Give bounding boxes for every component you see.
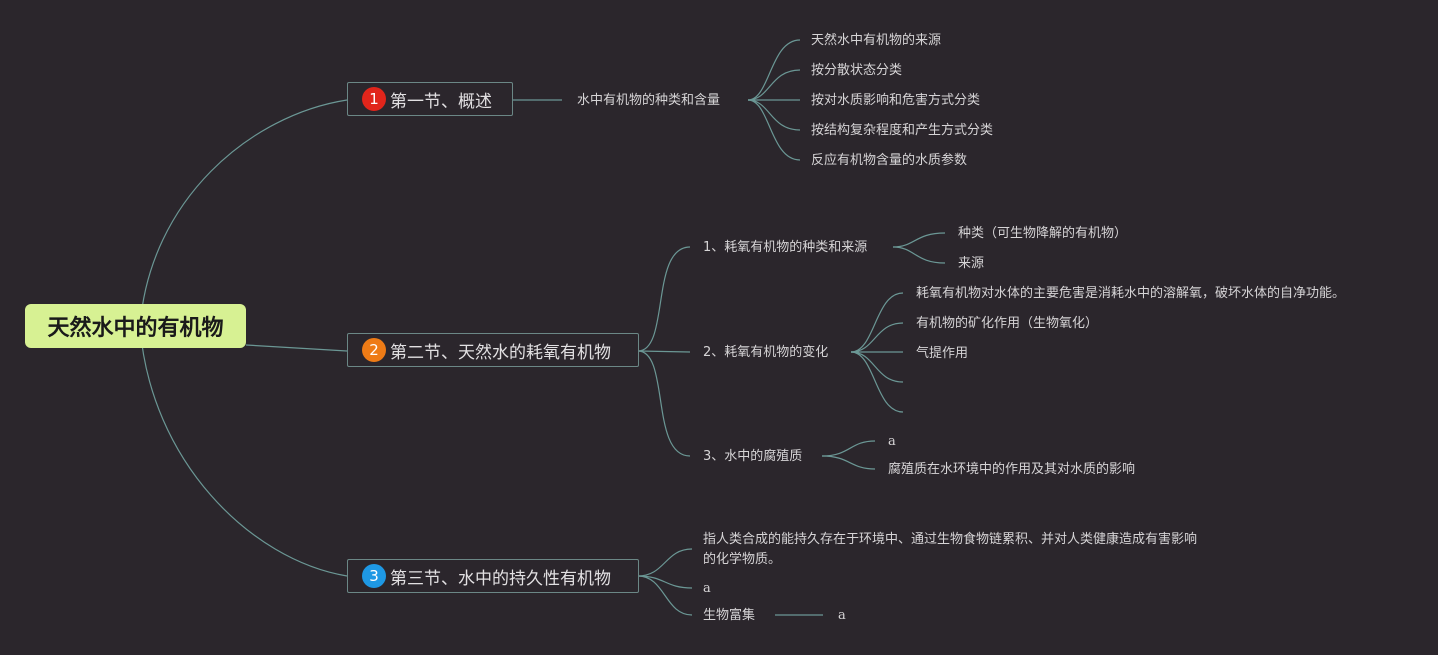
section-2-number-badge: 2 — [362, 338, 386, 362]
s1-leaf-3[interactable]: 按对水质影响和危害方式分类 — [811, 93, 981, 108]
s2-sub2-leaf-3[interactable]: 气提作用 — [916, 346, 969, 361]
s1-leaf-2[interactable]: 按分散状态分类 — [811, 63, 903, 78]
section-3-topic[interactable]: 3 第三节、水中的持久性有机物 — [347, 559, 639, 593]
link-s3-leaf3 — [637, 575, 693, 616]
s2-subtopic-1[interactable]: 1、耗氧有机物的种类和来源 — [703, 240, 868, 255]
link-sub3-leaf2 — [821, 455, 876, 470]
s3-leaf-2[interactable]: a — [703, 581, 711, 596]
link-s1-leaf2 — [747, 69, 801, 101]
link-s1-leaf1 — [747, 39, 801, 101]
link-s2-sub3 — [637, 350, 691, 457]
link-s3-leaf1 — [637, 548, 693, 577]
s1-leaf-5[interactable]: 反应有机物含量的水质参数 — [811, 153, 968, 168]
link-sub2-leaf5 — [850, 351, 904, 413]
section-2-topic[interactable]: 2 第二节、天然水的耗氧有机物 — [347, 333, 639, 367]
link-sub2-leaf4 — [850, 351, 904, 383]
s2-sub2-leaf-1[interactable]: 耗氧有机物对水体的主要危害是消耗水中的溶解氧，破坏水体的自净功能。 — [916, 286, 1346, 301]
s3-leaf-1[interactable]: 指人类合成的能持久存在于环境中、通过生物食物链累积、并对人类健康造成有害影响的化… — [703, 532, 1198, 567]
s1-leaf-4[interactable]: 按结构复杂程度和产生方式分类 — [811, 123, 994, 138]
section-1-topic[interactable]: 1 第一节、概述 — [347, 82, 513, 116]
link-s1-leaf4 — [747, 99, 801, 131]
s2-sub3-leaf-2[interactable]: 腐殖质在水环境中的作用及其对水质的影响 — [888, 462, 1136, 477]
s2-sub2-leaf-2[interactable]: 有机物的矿化作用（生物氧化） — [916, 316, 1099, 331]
s1-leaf-1[interactable]: 天然水中有机物的来源 — [811, 33, 942, 48]
section-3-number-badge: 3 — [362, 564, 386, 588]
link-sub2-leaf2 — [850, 322, 904, 353]
s1-subtopic[interactable]: 水中有机物的种类和含量 — [577, 93, 721, 108]
link-sub2-leaf1 — [850, 292, 904, 353]
link-sub1-leaf1 — [892, 232, 946, 248]
link-root-s2 — [245, 344, 348, 352]
s2-subtopic-3[interactable]: 3、水中的腐殖质 — [703, 449, 803, 464]
link-sub3-leaf1 — [821, 440, 876, 457]
s2-sub1-leaf-1[interactable]: 种类（可生物降解的有机物） — [958, 226, 1128, 241]
root-topic-label: 天然水中的有机物 — [47, 316, 224, 341]
link-s2-sub2 — [637, 350, 691, 353]
section-2-label: 第二节、天然水的耗氧有机物 — [390, 342, 611, 363]
link-sub1-leaf2 — [892, 246, 946, 264]
section-1-label: 第一节、概述 — [390, 91, 492, 112]
s3-leaf-3[interactable]: 生物富集 — [703, 608, 756, 623]
link-s2-sub1 — [637, 246, 691, 352]
root-topic[interactable]: 天然水中的有机物 — [25, 304, 246, 348]
section-3-label: 第三节、水中的持久性有机物 — [390, 568, 611, 589]
section-1-number-badge: 1 — [362, 87, 386, 111]
s3-leaf-3-child[interactable]: a — [838, 608, 846, 623]
s2-sub3-leaf-1[interactable]: a — [888, 434, 896, 449]
link-root-s3 — [139, 325, 348, 577]
s2-sub1-leaf-2[interactable]: 来源 — [958, 256, 985, 271]
s2-subtopic-2[interactable]: 2、耗氧有机物的变化 — [703, 345, 829, 360]
link-s1-leaf5 — [747, 99, 801, 161]
link-root-s1 — [139, 99, 348, 327]
